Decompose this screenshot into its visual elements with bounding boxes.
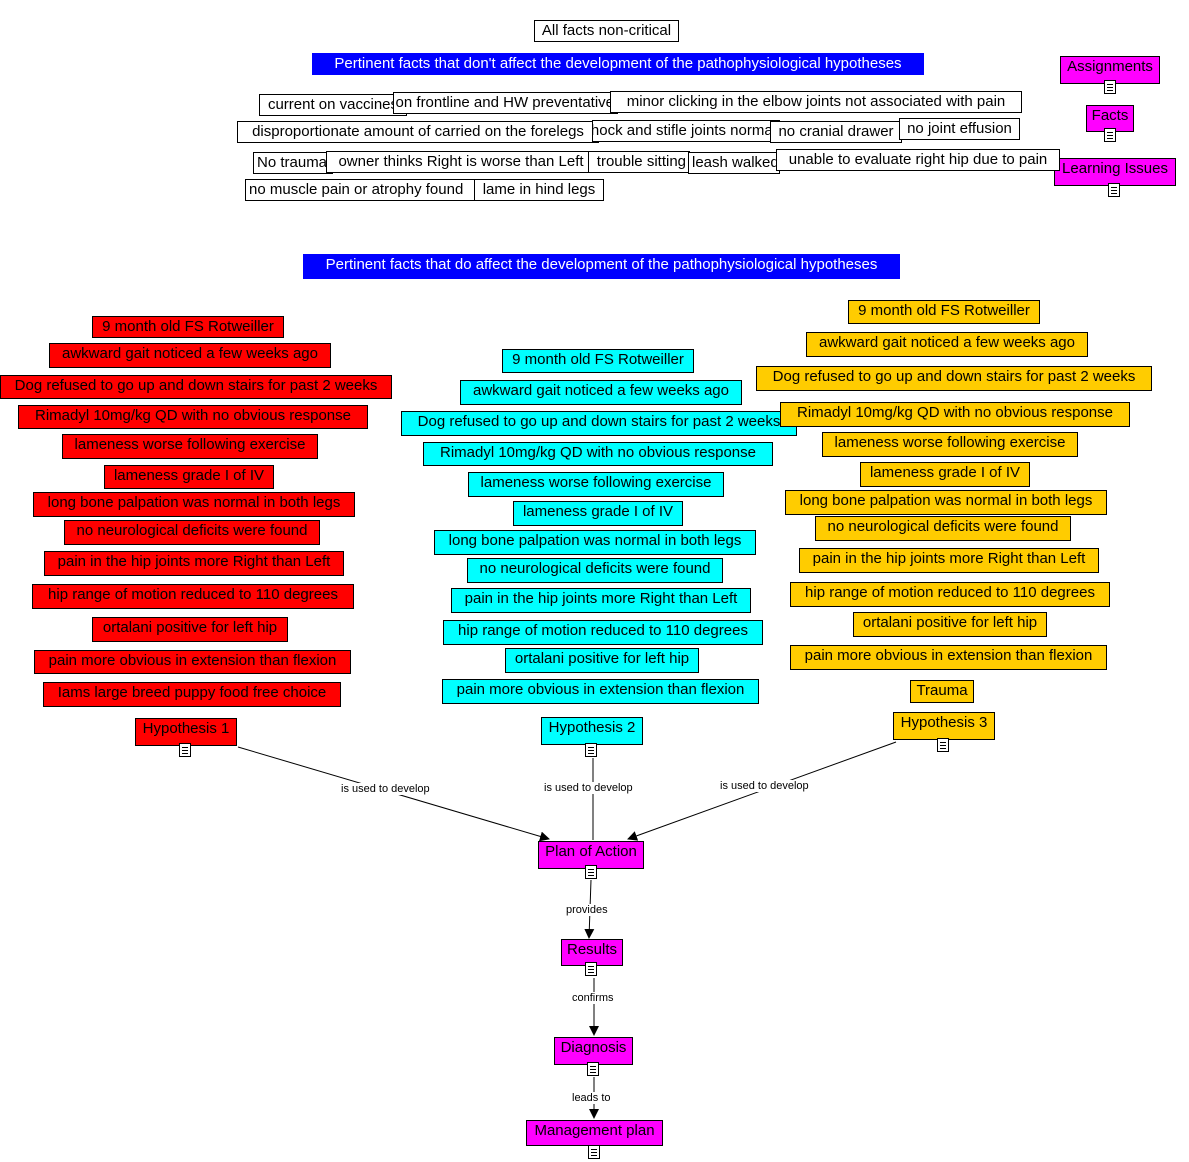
h3-fact[interactable]: Rimadyl 10mg/kg QD with no obvious respo…: [780, 402, 1130, 427]
link-label-leads-to: leads to: [570, 1092, 613, 1104]
h1-fact[interactable]: Dog refused to go up and down stairs for…: [0, 375, 392, 399]
hypothesis-1-document-icon[interactable]: [179, 743, 191, 757]
link-label-used-to-develop-2: is used to develop: [542, 782, 635, 794]
hypothesis-2-document-icon[interactable]: [585, 743, 597, 757]
management-plan-node[interactable]: Management plan: [526, 1120, 663, 1146]
h3-fact[interactable]: Dog refused to go up and down stairs for…: [756, 366, 1152, 391]
fact-elbow-clicking[interactable]: minor clicking in the elbow joints not a…: [610, 91, 1022, 113]
assignments-document-icon[interactable]: [1104, 80, 1116, 94]
h2-fact[interactable]: Dog refused to go up and down stairs for…: [401, 411, 797, 436]
h2-fact[interactable]: 9 month old FS Rotweiller: [502, 349, 694, 373]
fact-owner-thinks[interactable]: owner thinks Right is worse than Left: [326, 151, 596, 173]
learning-issues-node[interactable]: Learning Issues: [1054, 158, 1176, 186]
h3-fact[interactable]: ortalani positive for left hip: [853, 612, 1047, 637]
diagnosis-document-icon[interactable]: [587, 1062, 599, 1076]
hypothesis-1-node[interactable]: Hypothesis 1: [135, 718, 237, 746]
fact-no-muscle-pain[interactable]: no muscle pain or atrophy found: [245, 179, 481, 201]
fact-disproportionate-forelegs[interactable]: disproportionate amount of carried on th…: [237, 121, 599, 143]
h3-fact[interactable]: Trauma: [910, 680, 974, 703]
h3-fact[interactable]: pain in the hip joints more Right than L…: [799, 548, 1099, 573]
fact-no-joint-effusion[interactable]: no joint effusion: [899, 118, 1020, 140]
plan-of-action-document-icon[interactable]: [585, 865, 597, 879]
h1-fact[interactable]: pain in the hip joints more Right than L…: [44, 551, 344, 576]
link-label-used-to-develop-1: is used to develop: [339, 783, 432, 795]
link-label-used-to-develop-3: is used to develop: [718, 780, 811, 792]
h2-fact[interactable]: long bone palpation was normal in both l…: [434, 530, 756, 555]
h1-fact[interactable]: lameness worse following exercise: [62, 434, 318, 459]
management-plan-document-icon[interactable]: [588, 1145, 600, 1159]
fact-no-cranial-drawer[interactable]: no cranial drawer: [770, 121, 902, 143]
h3-fact[interactable]: 9 month old FS Rotweiller: [848, 300, 1040, 324]
results-node[interactable]: Results: [561, 939, 623, 966]
h1-fact[interactable]: ortalani positive for left hip: [92, 617, 288, 642]
h2-fact[interactable]: pain in the hip joints more Right than L…: [451, 588, 751, 613]
diagnosis-node[interactable]: Diagnosis: [554, 1037, 633, 1065]
fact-hock-stifle[interactable]: hock and stifle joints normal: [592, 120, 780, 142]
facts-document-icon[interactable]: [1104, 128, 1116, 142]
h3-fact[interactable]: hip range of motion reduced to 110 degre…: [790, 582, 1110, 607]
h2-fact[interactable]: hip range of motion reduced to 110 degre…: [443, 620, 763, 645]
fact-current-on-vaccines[interactable]: current on vaccines: [259, 94, 407, 116]
fact-frontline-hw[interactable]: on frontline and HW preventative: [393, 92, 618, 114]
h2-fact[interactable]: lameness grade I of IV: [513, 501, 683, 526]
fact-no-trauma[interactable]: No trauma: [253, 152, 333, 174]
h3-fact[interactable]: no neurological deficits were found: [815, 516, 1071, 541]
link-label-provides: provides: [564, 904, 610, 916]
h2-fact[interactable]: pain more obvious in extension than flex…: [442, 679, 759, 704]
h1-fact[interactable]: long bone palpation was normal in both l…: [33, 492, 355, 517]
all-facts-noncritical-node[interactable]: All facts non-critical: [534, 20, 679, 42]
h2-fact[interactable]: ortalani positive for left hip: [505, 648, 699, 673]
hypothesis-2-node[interactable]: Hypothesis 2: [541, 717, 643, 745]
fact-lame-hind-legs[interactable]: lame in hind legs: [474, 179, 604, 201]
h2-fact[interactable]: Rimadyl 10mg/kg QD with no obvious respo…: [423, 442, 773, 466]
h1-fact[interactable]: lameness grade I of IV: [104, 465, 274, 489]
h1-fact[interactable]: awkward gait noticed a few weeks ago: [49, 343, 331, 368]
h2-fact[interactable]: no neurological deficits were found: [467, 558, 723, 583]
fact-trouble-sitting[interactable]: trouble sitting: [588, 151, 690, 173]
h3-fact[interactable]: long bone palpation was normal in both l…: [785, 490, 1107, 515]
h1-fact[interactable]: hip range of motion reduced to 110 degre…: [32, 584, 354, 609]
learning-issues-document-icon[interactable]: [1108, 183, 1120, 197]
h1-fact[interactable]: pain more obvious in extension than flex…: [34, 650, 351, 674]
h1-fact[interactable]: 9 month old FS Rotweiller: [92, 316, 284, 338]
hypothesis-3-document-icon[interactable]: [937, 738, 949, 752]
h1-fact[interactable]: Rimadyl 10mg/kg QD with no obvious respo…: [18, 405, 368, 429]
h1-fact[interactable]: no neurological deficits were found: [64, 520, 320, 545]
link-label-confirms: confirms: [570, 992, 616, 1004]
results-document-icon[interactable]: [585, 962, 597, 976]
h2-fact[interactable]: awkward gait noticed a few weeks ago: [460, 380, 742, 405]
fact-leash-walked[interactable]: leash walked: [688, 152, 780, 174]
facts-do-affect-node[interactable]: Pertinent facts that do affect the devel…: [303, 254, 900, 279]
facts-not-affect-node[interactable]: Pertinent facts that don't affect the de…: [312, 53, 924, 75]
h2-fact[interactable]: lameness worse following exercise: [468, 472, 724, 497]
h3-fact[interactable]: lameness worse following exercise: [822, 432, 1078, 457]
fact-unable-evaluate-hip[interactable]: unable to evaluate right hip due to pain: [776, 149, 1060, 171]
hypothesis-3-node[interactable]: Hypothesis 3: [893, 712, 995, 740]
h3-fact[interactable]: awkward gait noticed a few weeks ago: [806, 332, 1088, 357]
h3-fact[interactable]: lameness grade I of IV: [860, 462, 1030, 487]
h3-fact[interactable]: pain more obvious in extension than flex…: [790, 645, 1107, 670]
facts-node[interactable]: Facts: [1086, 105, 1134, 132]
h1-fact[interactable]: Iams large breed puppy food free choice: [43, 682, 341, 707]
